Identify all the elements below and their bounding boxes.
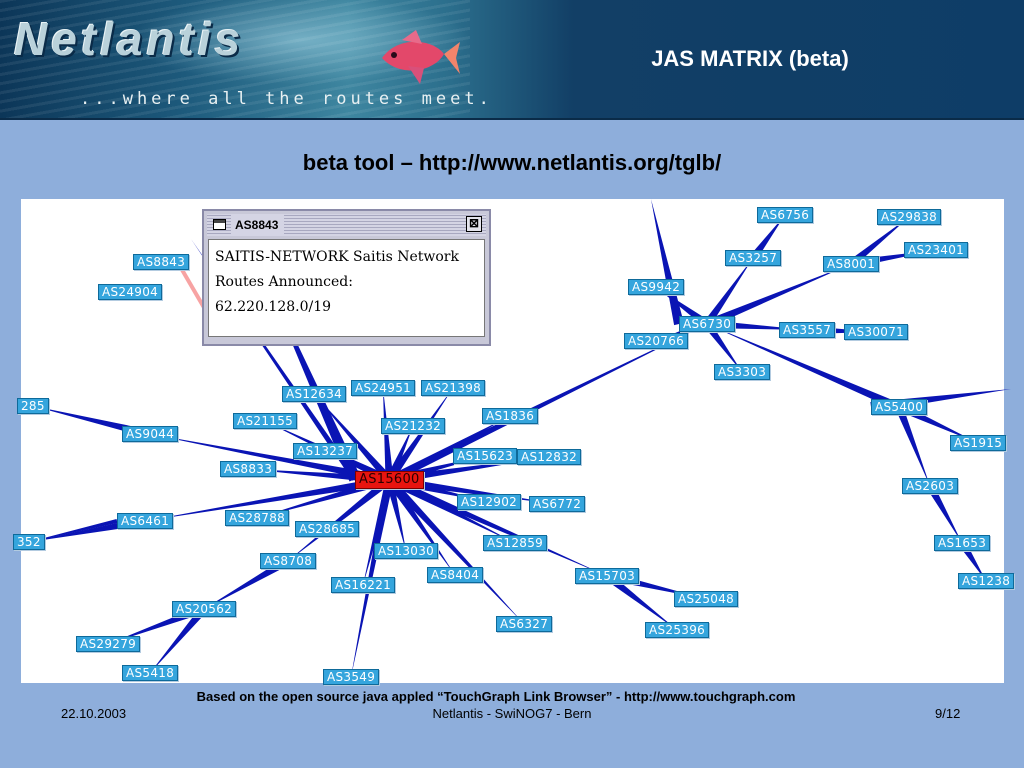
edge-as9044-as15600 — [150, 434, 391, 484]
node-as20562[interactable]: AS20562 — [172, 601, 237, 617]
edge-as15703-as15600 — [387, 476, 607, 576]
close-icon[interactable]: ⊠ — [466, 216, 482, 232]
node-as1915[interactable]: AS1915 — [950, 435, 1007, 451]
node-as13237[interactable]: AS13237 — [293, 443, 358, 459]
footer-page-number: 9/12 — [935, 706, 961, 721]
edge-as6730-as5400 — [707, 324, 901, 411]
node-as15703[interactable]: AS15703 — [575, 568, 640, 584]
edge-as1836-as15600 — [387, 416, 510, 484]
node-as8285[interactable]: 285 — [17, 398, 49, 414]
edge-as8708-as15600 — [288, 476, 392, 561]
node-as3352[interactable]: 352 — [13, 534, 45, 550]
node-as8708[interactable]: AS8708 — [260, 553, 317, 569]
tagline: ...where all the routes meet. — [80, 89, 493, 109]
edge-as3257-as6730 — [703, 258, 753, 327]
slide-header: Netlantis ...where all the routes meet. … — [0, 0, 1024, 120]
popup-line: 62.220.128.0/19 — [215, 299, 332, 315]
node-as23401[interactable]: AS23401 — [904, 242, 969, 258]
node-as21232[interactable]: AS21232 — [381, 418, 446, 434]
footer-date: 22.10.2003 — [61, 706, 127, 721]
node-as6730[interactable]: AS6730 — [679, 316, 736, 332]
node-as24904[interactable]: AS24904 — [98, 284, 163, 300]
node-as9942[interactable]: AS9942 — [628, 279, 685, 295]
node-as13030[interactable]: AS13030 — [374, 543, 439, 559]
node-as21155[interactable]: AS21155 — [233, 413, 298, 429]
edge-as13030-as15600 — [385, 479, 406, 551]
edge-as29838-as8001 — [848, 217, 909, 268]
node-as8404[interactable]: AS8404 — [427, 567, 484, 583]
edge-stub-4 — [21, 519, 118, 544]
edge-stub-2 — [651, 199, 684, 326]
node-as28788[interactable]: AS28788 — [225, 510, 290, 526]
node-as2603[interactable]: AS2603 — [902, 478, 959, 494]
subtitle-url: beta tool – http://www.netlantis.org/tgl… — [302, 150, 722, 175]
node-as16221[interactable]: AS16221 — [331, 577, 396, 593]
footer-center: Netlantis - SwiNOG7 - Bern — [432, 706, 592, 721]
node-as3303[interactable]: AS3303 — [714, 364, 771, 380]
node-as12902[interactable]: AS12902 — [457, 494, 522, 510]
node-as1836[interactable]: AS1836 — [482, 408, 539, 424]
slide-title: JAS MATRIX (beta) — [651, 46, 849, 71]
selection-edge — [179, 266, 208, 313]
edge-as8833-as15600 — [248, 469, 390, 484]
popup-body: SAITIS-NETWORK Saitis Network Routes Ann… — [208, 239, 485, 337]
edge-as21232-as15600 — [385, 426, 413, 482]
node-as5400[interactable]: AS5400 — [871, 399, 928, 415]
edge-as3303-as6730 — [703, 321, 742, 372]
popup-line: Routes Announced: — [215, 274, 353, 290]
node-as5418[interactable]: AS5418 — [122, 665, 179, 681]
node-as24951[interactable]: AS24951 — [351, 380, 416, 396]
edge-as25396-as15703 — [604, 572, 677, 630]
edge-as6730-as15600 — [387, 324, 707, 484]
as-info-popup[interactable]: AS8843 ⊠ SAITIS-NETWORK Saitis Network R… — [202, 209, 491, 346]
node-as25048[interactable]: AS25048 — [674, 591, 739, 607]
node-as1238[interactable]: AS1238 — [958, 573, 1015, 589]
edge-as6461-as15600 — [145, 476, 391, 521]
node-as3257[interactable]: AS3257 — [725, 250, 782, 266]
node-as21398[interactable]: AS21398 — [421, 380, 486, 396]
edge-as6327-as15600 — [386, 477, 524, 624]
node-as29279[interactable]: AS29279 — [76, 636, 141, 652]
edge-as8001-as6730 — [705, 264, 851, 328]
node-as15623[interactable]: AS15623 — [453, 448, 518, 464]
node-as25396[interactable]: AS25396 — [645, 622, 710, 638]
node-as8843[interactable]: AS8843 — [133, 254, 190, 270]
popup-line: SAITIS-NETWORK Saitis Network — [215, 249, 459, 265]
node-as8833[interactable]: AS8833 — [220, 461, 277, 477]
node-as8001[interactable]: AS8001 — [823, 256, 880, 272]
node-as3557[interactable]: AS3557 — [779, 322, 836, 338]
node-as1653[interactable]: AS1653 — [934, 535, 991, 551]
edge-as12634-as15600 — [314, 394, 393, 483]
node-as3549[interactable]: AS3549 — [323, 669, 380, 685]
window-icon — [213, 219, 226, 230]
edge-as2603-as5400 — [895, 405, 930, 486]
edge-as1653-as2603 — [926, 484, 962, 543]
edge-as24951-as15600 — [383, 388, 394, 481]
node-as9044[interactable]: AS9044 — [122, 426, 179, 442]
node-as15600[interactable]: AS15600 — [355, 471, 424, 489]
popup-title: AS8843 — [231, 214, 285, 236]
node-as20766[interactable]: AS20766 — [624, 333, 689, 349]
fish-icon — [382, 30, 460, 84]
edge-as20562-as8708 — [204, 557, 290, 609]
node-as6327[interactable]: AS6327 — [496, 616, 553, 632]
edge-as6756-as3257 — [749, 215, 785, 261]
edge-as21398-as15600 — [386, 388, 453, 483]
netlantis-logo: Netlantis — [14, 13, 245, 65]
node-as29838[interactable]: AS29838 — [877, 209, 942, 225]
node-as28685[interactable]: AS28685 — [295, 521, 360, 537]
credit-text: Based on the open source java appled “To… — [196, 689, 796, 704]
edge-as8285-as9044 — [33, 406, 151, 438]
node-as6772[interactable]: AS6772 — [529, 496, 586, 512]
node-as6461[interactable]: AS6461 — [117, 513, 174, 529]
node-as12634[interactable]: AS12634 — [282, 386, 347, 402]
node-as12859[interactable]: AS12859 — [483, 535, 548, 551]
edge-as5418-as20562 — [150, 606, 208, 673]
node-as30071[interactable]: AS30071 — [844, 324, 909, 340]
node-as12832[interactable]: AS12832 — [517, 449, 582, 465]
graph-edges — [21, 199, 1011, 677]
popup-titlebar[interactable]: AS8843 ⊠ — [207, 214, 486, 236]
node-as6756[interactable]: AS6756 — [757, 207, 814, 223]
